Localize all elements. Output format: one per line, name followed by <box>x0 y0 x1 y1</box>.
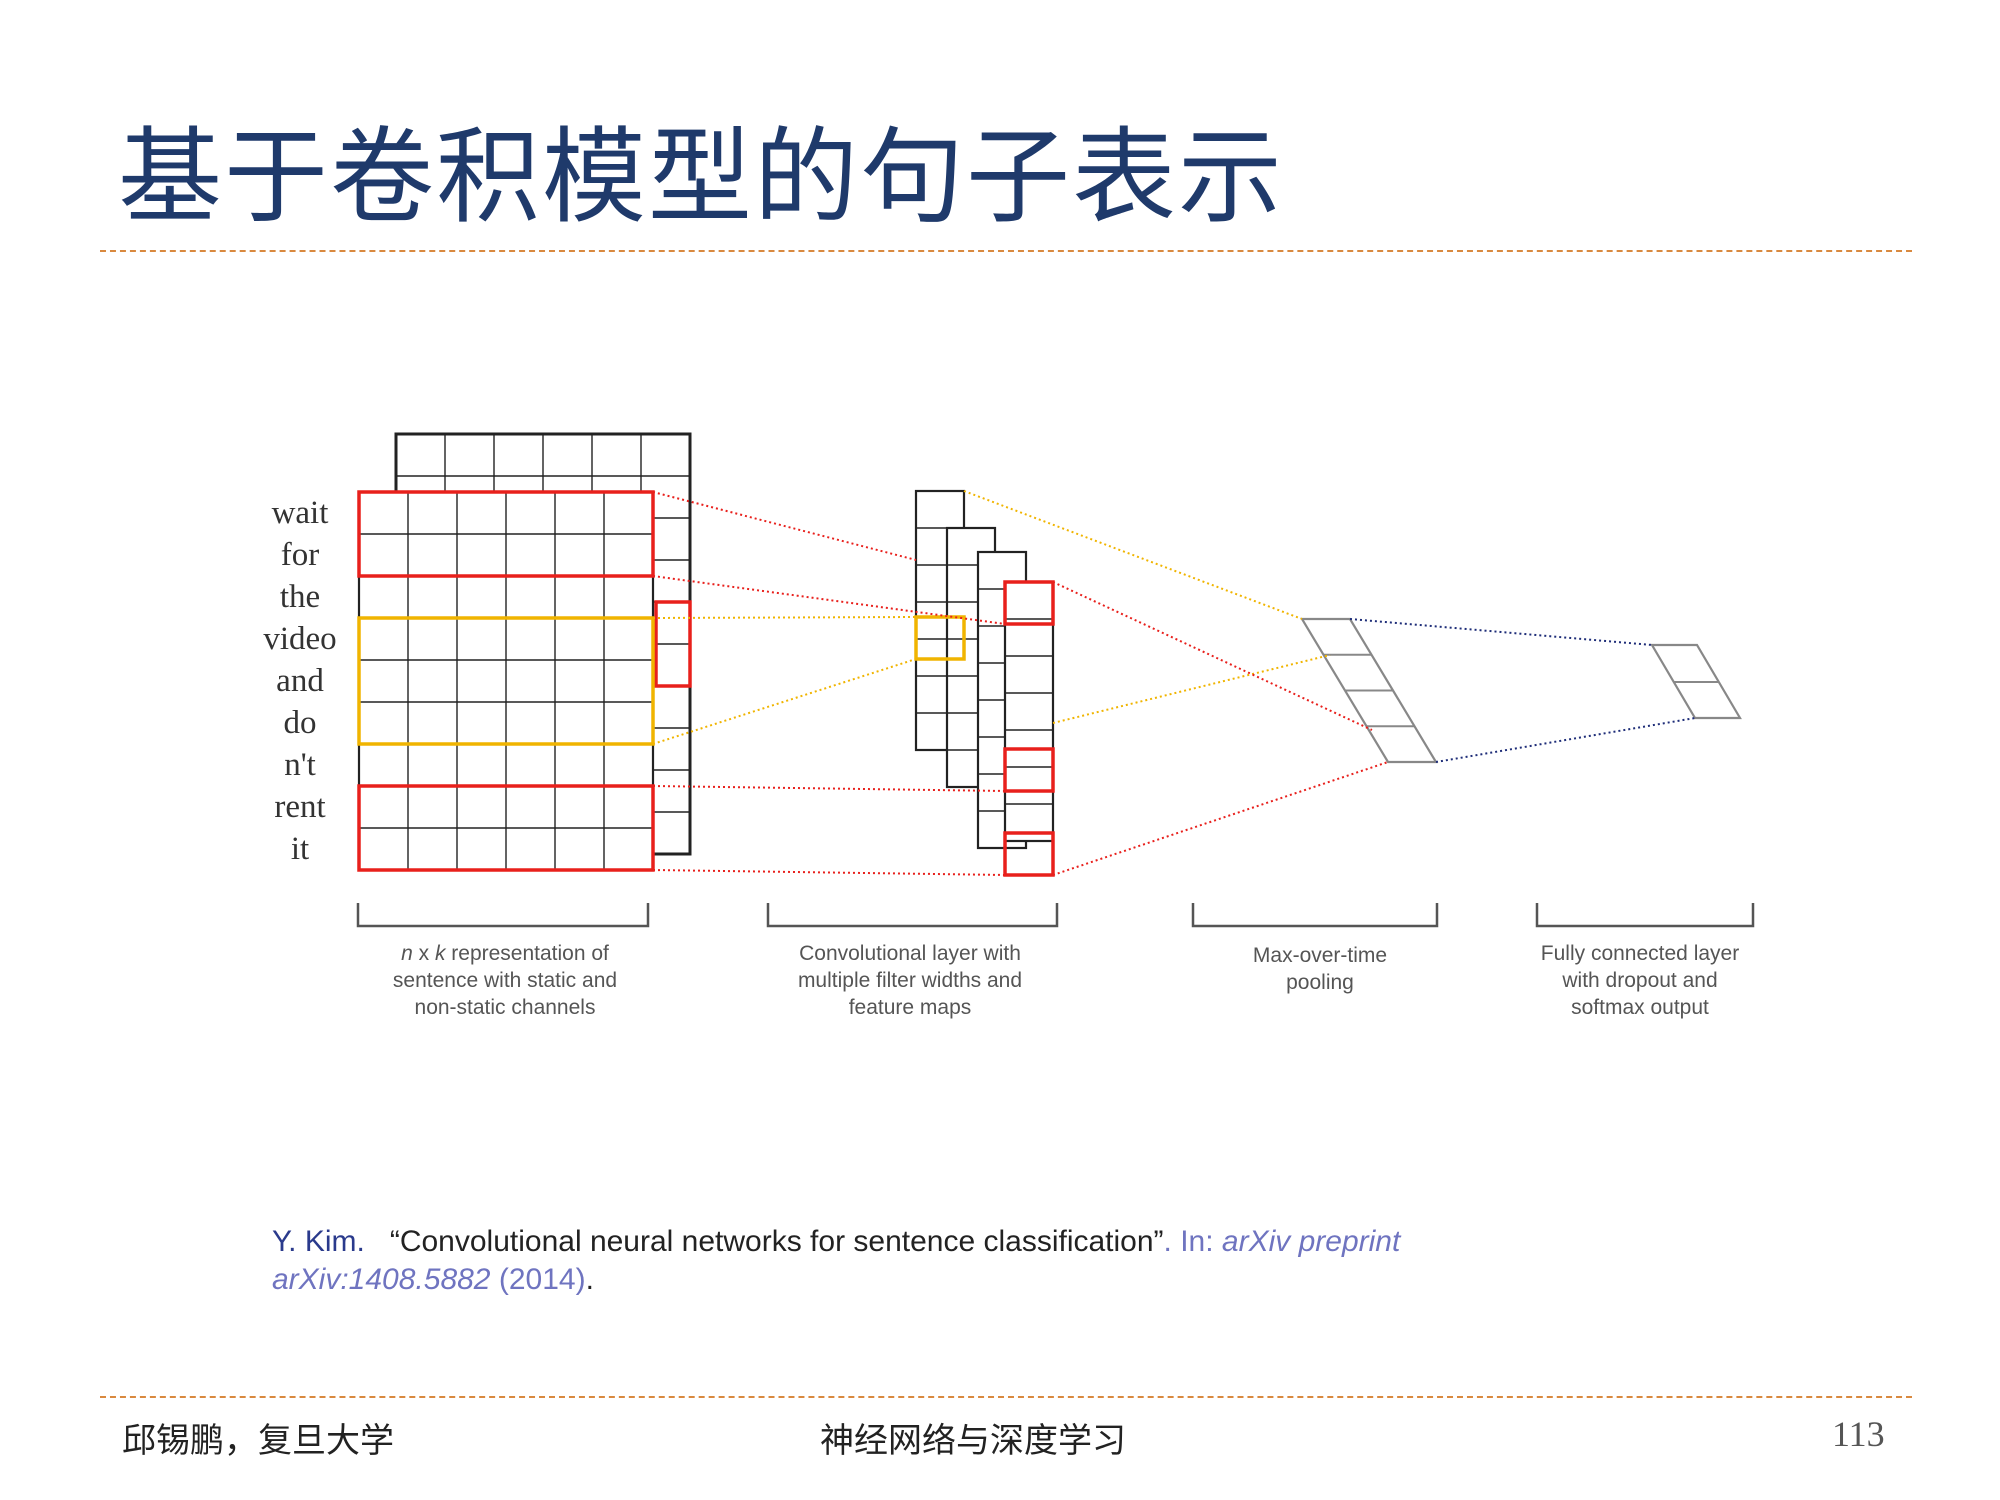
feature-map-4-frame <box>1003 580 1055 843</box>
citation: Y. Kim. “Convolutional neural networks f… <box>272 1223 1672 1299</box>
feature-map-red-cell-bottom <box>1003 831 1055 877</box>
caption-input: n x k representation of sentence with st… <box>340 940 670 1021</box>
word-label: n't <box>284 747 316 783</box>
slide-title: 基于卷积模型的句子表示 <box>118 116 1285 238</box>
title-divider <box>100 250 1912 252</box>
caption-fc: Fully connected layer with dropout and s… <box>1500 940 1780 1021</box>
pooling-vector <box>1300 617 1438 764</box>
caption-input-var-n: n <box>401 942 413 965</box>
connector-yellow <box>963 490 1303 620</box>
connector-red <box>1052 761 1389 876</box>
caption-input-line2: sentence with static and <box>392 969 618 992</box>
caption-conv-line2: multiple filter widths and <box>797 969 1023 992</box>
footer-divider <box>100 1396 1912 1398</box>
connector-yellow <box>652 616 917 619</box>
stage-brackets <box>356 903 1755 928</box>
word-label: do <box>284 705 317 741</box>
connector-red <box>652 869 1006 876</box>
connector-red <box>652 785 1006 792</box>
connector-yellow <box>1052 654 1331 724</box>
bracket-input <box>356 903 650 928</box>
filter-window-red-top <box>357 490 655 578</box>
feature-map-red-cell-top <box>1003 580 1055 626</box>
citation-in: . In: <box>1163 1225 1222 1258</box>
word-label: it <box>291 831 309 867</box>
filter-window-red-bottom <box>357 784 655 872</box>
word-labels: wait for the video and do n't rent it <box>263 495 336 867</box>
connector-red <box>652 575 1006 625</box>
footer-author: 邱锡鹏，复旦大学 <box>122 1421 394 1461</box>
citation-venue-a: arXiv preprint <box>1221 1225 1401 1258</box>
word-label: rent <box>274 789 325 825</box>
feature-map-red-cell-mid <box>1003 747 1055 793</box>
citation-year: (2014) <box>490 1263 586 1296</box>
citation-venue-b: arXiv:1408.5882 <box>272 1263 491 1296</box>
caption-pool: Max-over-time pooling <box>1180 942 1460 996</box>
filter-window-yellow <box>357 616 655 746</box>
caption-fc-line1: Fully connected layer <box>1540 942 1740 965</box>
caption-conv-line3: feature maps <box>848 996 972 1019</box>
caption-input-rest: representation of <box>445 942 609 965</box>
input-matrix-front-channel <box>357 490 655 872</box>
word-label: and <box>276 663 324 699</box>
word-label: video <box>263 621 336 657</box>
word-label: the <box>280 579 320 615</box>
citation-author: Y. Kim. <box>272 1225 365 1258</box>
citation-title: “Convolutional neural networks for sente… <box>389 1225 1164 1258</box>
bracket-fc <box>1535 903 1755 928</box>
caption-pool-line1: Max-over-time <box>1252 944 1388 967</box>
connector-yellow <box>652 658 917 745</box>
citation-end: . <box>585 1263 594 1296</box>
word-label: for <box>281 537 319 573</box>
caption-input-var-k: k <box>434 942 446 965</box>
caption-fc-line3: softmax output <box>1571 996 1709 1019</box>
back-channel-red-window <box>654 600 692 688</box>
bracket-pool <box>1191 903 1439 928</box>
word-label: wait <box>272 495 329 531</box>
output-layer <box>1650 643 1742 720</box>
connector-red <box>1052 581 1373 731</box>
feature-maps <box>914 489 1055 877</box>
caption-conv: Convolutional layer with multiple filter… <box>750 940 1070 1021</box>
caption-input-line3: non-static channels <box>414 996 596 1019</box>
feature-map-yellow-cell <box>914 615 966 661</box>
connector-navy <box>1349 618 1653 646</box>
connector-navy <box>1435 717 1696 763</box>
connection-lines <box>652 490 1696 876</box>
page-number: 113 <box>1832 1414 1885 1454</box>
caption-conv-line1: Convolutional layer with <box>799 942 1021 965</box>
caption-fc-line2: with dropout and <box>1562 969 1718 992</box>
connector-red <box>652 491 917 561</box>
caption-input-x: x <box>412 942 435 965</box>
footer-book-title: 神经网络与深度学习 <box>820 1421 1126 1461</box>
bracket-conv <box>766 903 1059 928</box>
caption-pool-line2: pooling <box>1286 971 1354 994</box>
